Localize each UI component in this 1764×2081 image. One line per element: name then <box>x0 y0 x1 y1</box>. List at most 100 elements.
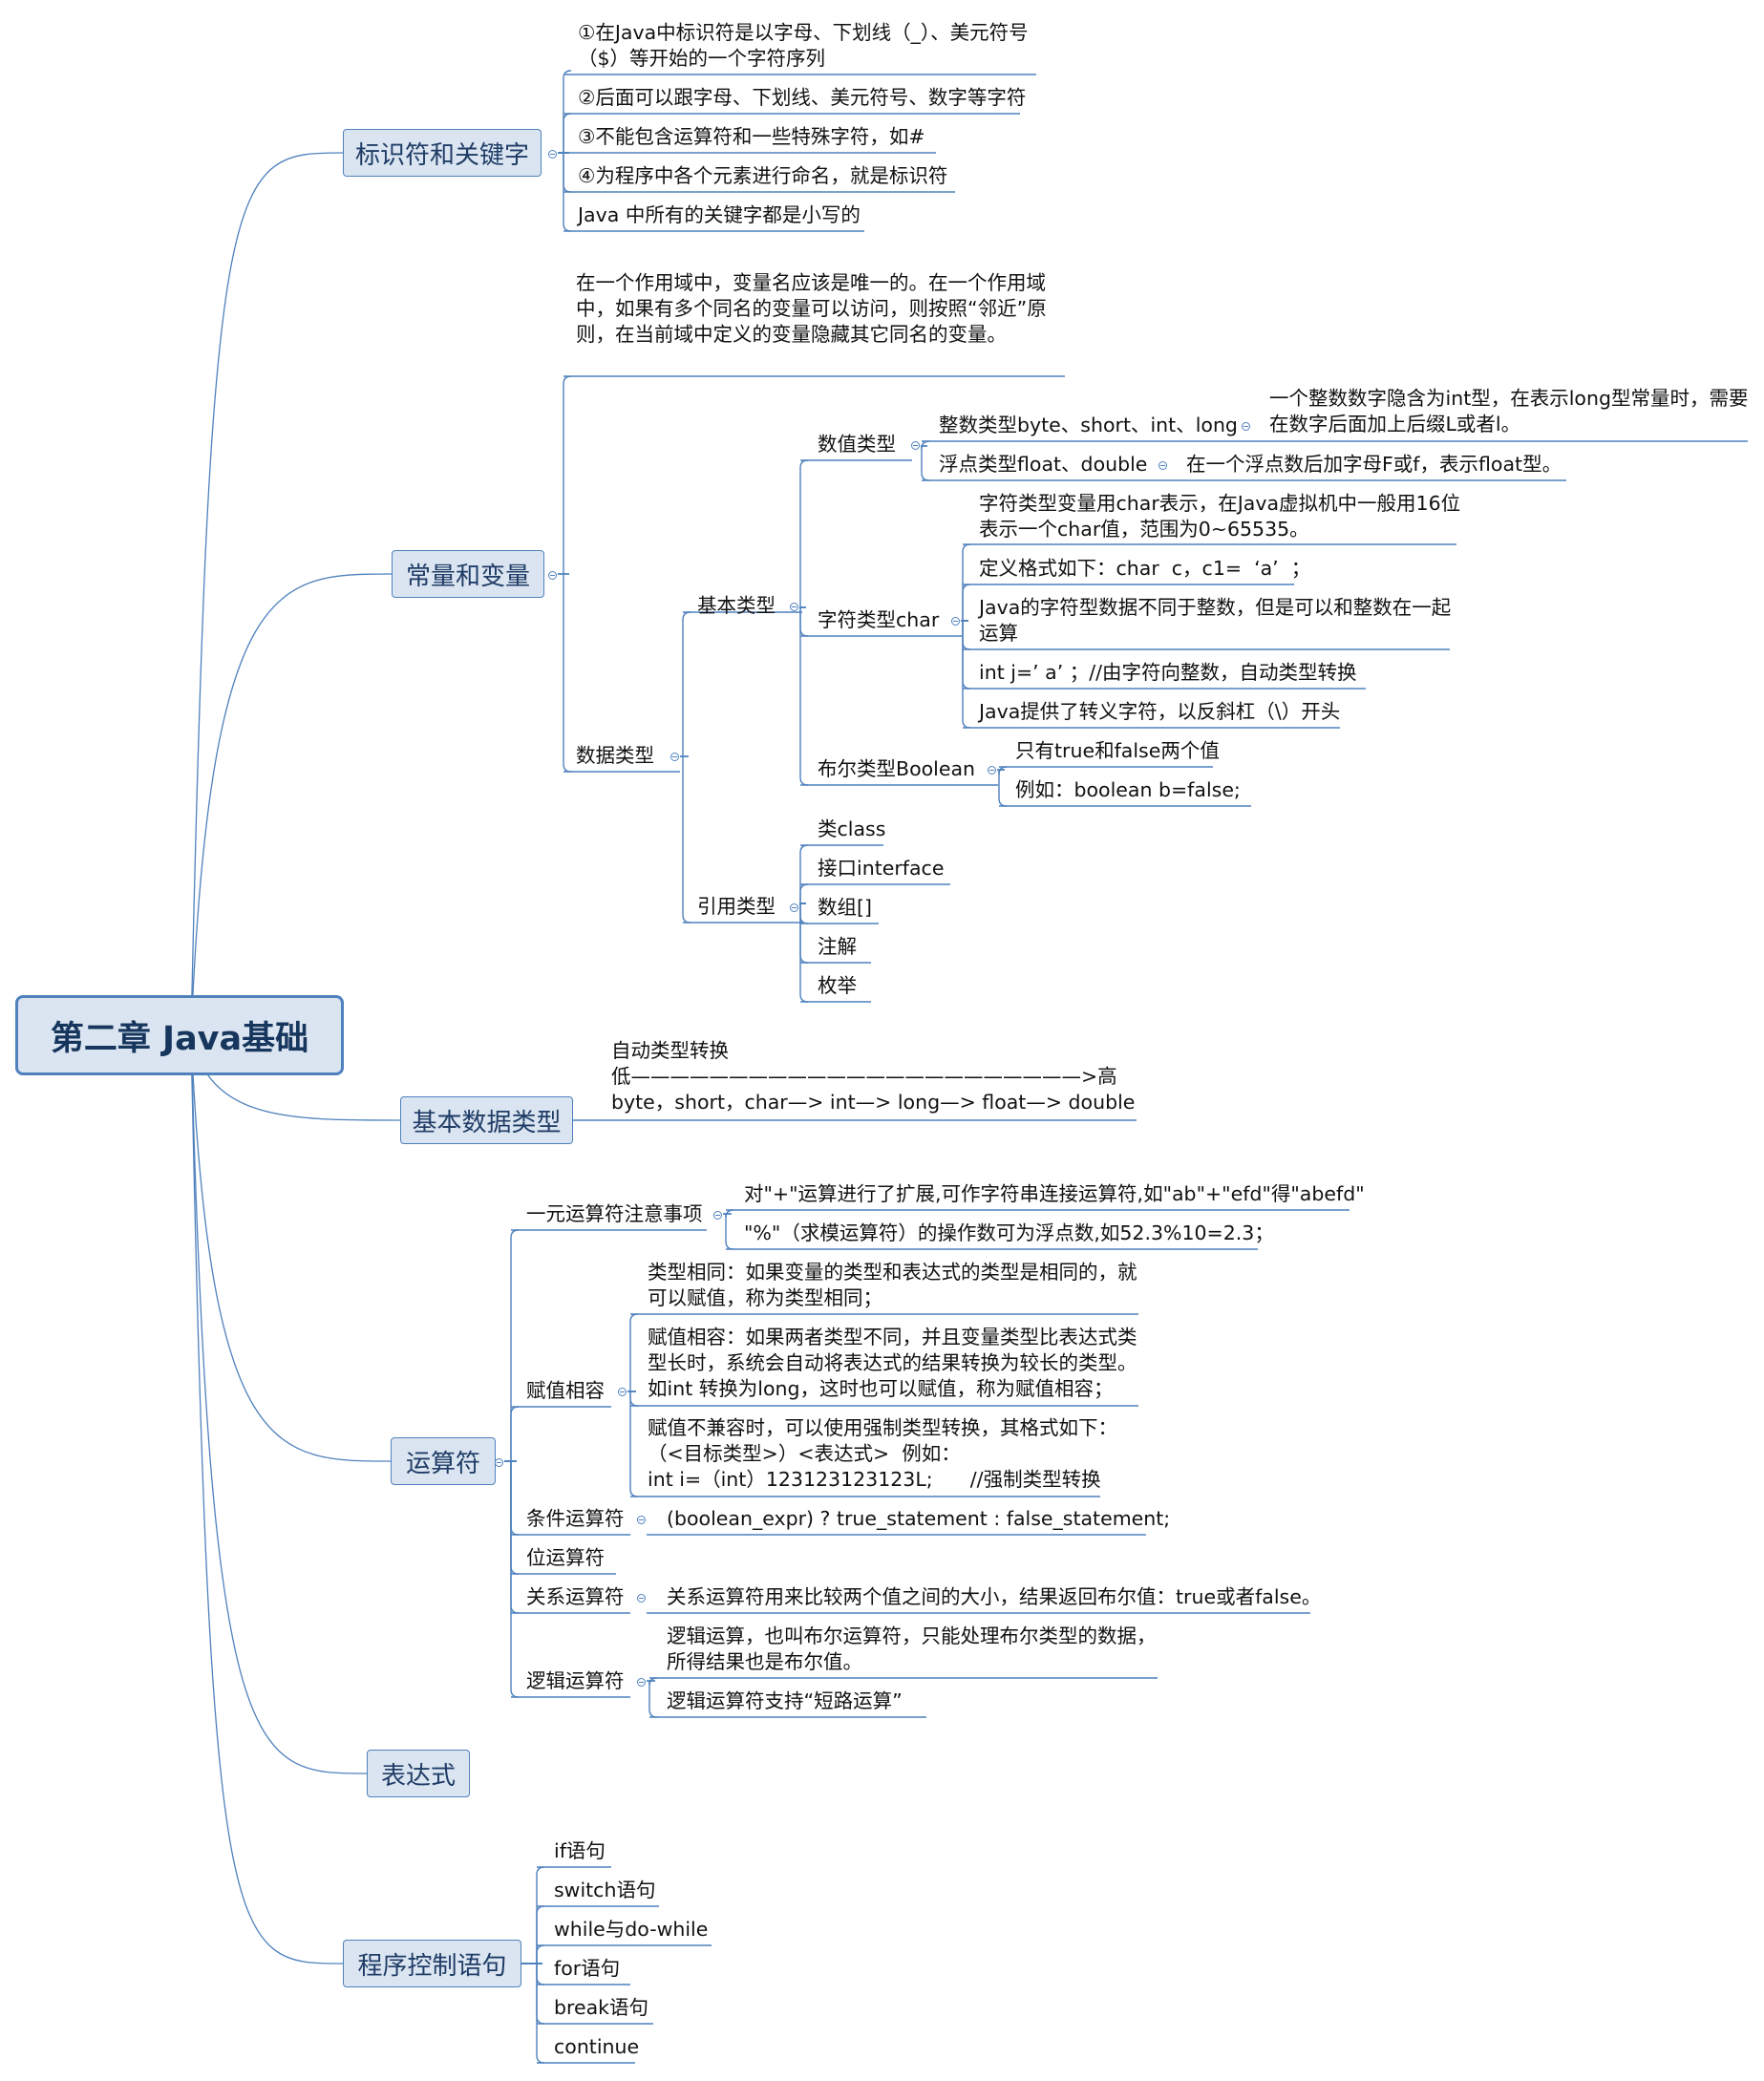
char-note-5[interactable]: Java提供了转义字符，以反斜杠（\）开头 <box>979 700 1341 723</box>
node-logical-operator[interactable]: 逻辑运算符 <box>526 1669 625 1692</box>
root-topic[interactable]: 第二章 Java基础 <box>15 995 344 1075</box>
branch-connector <box>504 1406 520 1462</box>
char-note-3[interactable]: Java的字符型数据不同于整数，但是可以和整数在一起 运算 <box>979 596 1452 645</box>
node-numeric-types[interactable]: 数值类型 <box>818 433 896 456</box>
node-integer-types[interactable]: 整数类型byte、short、int、long <box>939 414 1238 436</box>
main-branch-curve <box>190 1034 344 1964</box>
control-while[interactable]: while与do-while <box>554 1918 709 1941</box>
branch-connector <box>558 152 572 193</box>
branch-connector <box>558 573 572 773</box>
collapse-toggle-icon[interactable] <box>713 1211 722 1220</box>
collapse-toggle-icon[interactable] <box>790 603 798 611</box>
collapse-toggle-icon[interactable] <box>911 441 920 450</box>
branch-connector <box>961 620 971 729</box>
char-note-1[interactable]: 字符类型变量用char表示，在Java虚拟机中一般用16位 表示一个char值，… <box>979 492 1461 541</box>
control-switch[interactable]: switch语句 <box>554 1879 656 1901</box>
node-conditional-operator[interactable]: 条件运算符 <box>526 1507 625 1530</box>
type-conversion-note[interactable]: 自动类型转换 低———————————————————————>高 byte，s… <box>611 1039 1136 1114</box>
branch-connector <box>558 375 572 575</box>
collapse-toggle-icon[interactable] <box>951 617 960 626</box>
logical-note-2[interactable]: 逻辑运算符支持“短路运算” <box>667 1689 903 1712</box>
branch-connector <box>627 1391 639 1497</box>
node-assignment-compat[interactable]: 赋值相容 <box>526 1379 605 1402</box>
topic-expression[interactable]: 表达式 <box>367 1750 470 1797</box>
branch-connector <box>521 1866 545 1964</box>
branch-connector <box>723 1213 734 1250</box>
branch-connector <box>961 584 971 622</box>
identifier-rule-1[interactable]: ①在Java中标识符是以字母、下划线（_）、美元符号 （$）等开始的一个字符序列 <box>578 21 1029 70</box>
branch-connector <box>799 902 809 1003</box>
collapse-toggle-icon[interactable] <box>637 1516 646 1524</box>
assign-note-1[interactable]: 类型相同：如果变量的类型和表达式的类型是相同的，就 可以赋值，称为类型相同； <box>648 1261 1137 1309</box>
topic-basic-data-types[interactable]: 基本数据类型 <box>400 1096 573 1144</box>
assign-note-3[interactable]: 赋值不兼容时，可以使用强制类型转换，其格式如下： （<目标类型>）<表达式> 例… <box>648 1416 1117 1491</box>
reference-annotation[interactable]: 注解 <box>818 935 857 958</box>
node-data-types[interactable]: 数据类型 <box>576 744 654 767</box>
branch-connector <box>997 769 1008 807</box>
conditional-syntax[interactable]: (boolean_expr) ? true_statement : false_… <box>667 1507 1171 1530</box>
identifier-rule-4[interactable]: ④为程序中各个元素进行命名，就是标识符 <box>578 164 948 187</box>
branch-connector <box>558 113 572 154</box>
keywords-lowercase-note[interactable]: Java 中所有的关键字都是小写的 <box>578 203 861 226</box>
collapse-toggle-icon[interactable] <box>988 766 996 775</box>
main-branch-curve <box>190 1034 392 1462</box>
collapse-toggle-icon[interactable] <box>637 1594 646 1603</box>
collapse-toggle-icon[interactable] <box>790 903 798 912</box>
branch-connector <box>680 755 691 924</box>
collapse-toggle-icon[interactable] <box>670 753 679 761</box>
assign-note-2[interactable]: 赋值相容：如果两者类型不同，并且变量类型比表达式类 型长时，系统会自动将表达式的… <box>648 1326 1137 1400</box>
collapse-toggle-icon[interactable] <box>548 571 557 580</box>
topic-constants-variables[interactable]: 常量和变量 <box>392 550 544 598</box>
boolean-note-2[interactable]: 例如：boolean b=false; <box>1015 778 1241 801</box>
branch-connector <box>627 1391 639 1407</box>
node-char-type[interactable]: 字符类型char <box>818 608 940 631</box>
unary-note-1[interactable]: 对"+"运算进行了扩展,可作字符串连接运算符,如"ab"+"efd"得"abef… <box>744 1182 1365 1205</box>
scope-note[interactable]: 在一个作用域中，变量名应该是唯一的。在一个作用域 中，如果有多个同名的变量可以访… <box>576 271 1047 346</box>
branch-connector <box>521 1963 545 1985</box>
node-reference-types[interactable]: 引用类型 <box>697 895 776 918</box>
node-bitwise-operator[interactable]: 位运算符 <box>526 1546 605 1569</box>
control-for[interactable]: for语句 <box>554 1957 621 1980</box>
collapse-toggle-icon[interactable] <box>618 1388 627 1396</box>
topic-operators[interactable]: 运算符 <box>391 1437 496 1485</box>
collapse-toggle-icon[interactable] <box>637 1678 646 1687</box>
node-boolean-type[interactable]: 布尔类型Boolean <box>818 757 976 780</box>
logical-note-1[interactable]: 逻辑运算，也叫布尔运算符，只能处理布尔类型的数据， 所得结果也是布尔值。 <box>667 1624 1157 1673</box>
topic-control-statements[interactable]: 程序控制语句 <box>343 1940 521 1987</box>
control-break[interactable]: break语句 <box>554 1996 649 2019</box>
boolean-note-1[interactable]: 只有true和false两个值 <box>1015 739 1220 762</box>
reference-interface[interactable]: 接口interface <box>818 857 945 880</box>
branch-connector <box>627 1313 639 1392</box>
branch-connector <box>921 445 930 481</box>
relational-note[interactable]: 关系运算符用来比较两个值之间的大小，结果返回布尔值：true或者false。 <box>667 1585 1322 1608</box>
collapse-toggle-icon[interactable] <box>1242 422 1250 431</box>
float-note[interactable]: 在一个浮点数后加字母F或f，表示float型。 <box>1186 453 1562 476</box>
control-if[interactable]: if语句 <box>554 1839 606 1862</box>
branch-connector <box>521 1944 545 1964</box>
integer-note[interactable]: 一个整数数字隐含为int型，在表示long型常量时，需要 在数字后面加上后缀L或… <box>1269 387 1749 435</box>
branch-connector <box>521 1905 545 1964</box>
node-float-types[interactable]: 浮点类型float、double <box>939 453 1148 476</box>
branch-connector <box>799 606 809 786</box>
collapse-toggle-icon[interactable] <box>548 150 557 159</box>
topic-identifiers[interactable]: 标识符和关键字 <box>343 129 542 177</box>
reference-array[interactable]: 数组[] <box>818 896 872 919</box>
branch-connector <box>799 459 809 608</box>
collapse-toggle-icon[interactable] <box>1158 461 1167 470</box>
node-primitive-types[interactable]: 基本类型 <box>697 594 776 617</box>
node-unary-operators[interactable]: 一元运算符注意事项 <box>526 1202 703 1225</box>
main-branch-curve <box>190 152 345 1036</box>
char-note-4[interactable]: int j=’ a’ ；//由字符向整数，自动类型转换 <box>979 661 1357 684</box>
reference-class[interactable]: 类class <box>818 818 886 840</box>
identifier-rule-3[interactable]: ③不能包含运算符和一些特殊字符，如# <box>578 125 925 148</box>
identifier-rule-2[interactable]: ②后面可以跟字母、下划线、美元符号、数字等字符 <box>578 86 1027 109</box>
branch-connector <box>504 1460 520 1698</box>
control-continue[interactable]: continue <box>554 2035 640 2058</box>
collapse-toggle-icon[interactable] <box>495 1458 503 1467</box>
branch-connector <box>647 1677 658 1687</box>
unary-note-2[interactable]: "%"（求模运算符）的操作数可为浮点数,如52.3%10=2.3； <box>744 1221 1274 1244</box>
reference-enum[interactable]: 枚举 <box>818 974 857 997</box>
node-relational-operator[interactable]: 关系运算符 <box>526 1585 625 1608</box>
char-note-2[interactable]: 定义格式如下：char c，c1= ‘a’ ； <box>979 557 1311 580</box>
